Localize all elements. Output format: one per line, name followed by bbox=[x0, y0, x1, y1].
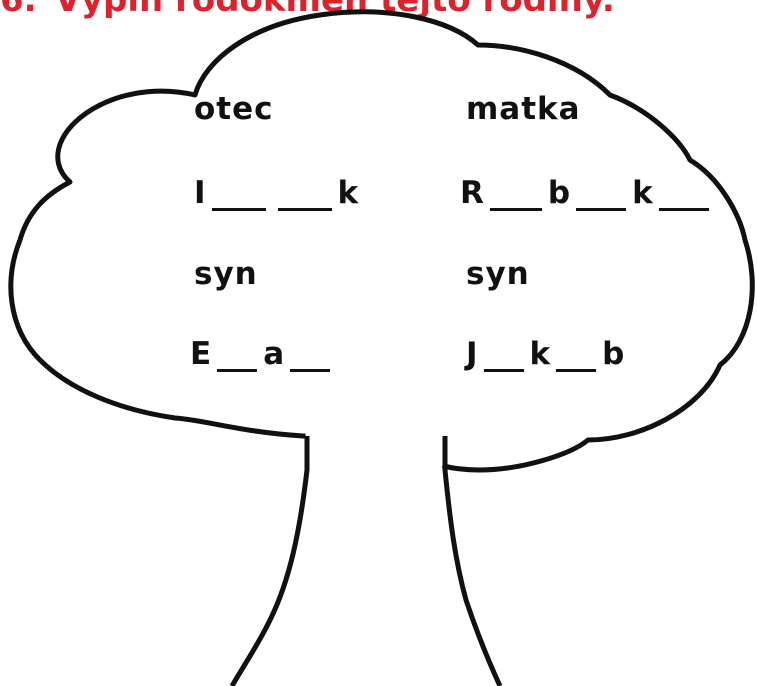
tree-trunk-right-line bbox=[442, 436, 503, 686]
son-right-blank-2[interactable] bbox=[556, 339, 597, 372]
father-letter-4: k bbox=[337, 175, 359, 211]
father-letter-1: I bbox=[194, 175, 206, 211]
son-left-blank-1[interactable] bbox=[217, 339, 258, 372]
mother-name-puzzle: R b k bbox=[460, 175, 715, 211]
mother-letter-3: b bbox=[547, 175, 571, 211]
son-left-blank-2[interactable] bbox=[290, 339, 331, 372]
mother-blank-3[interactable] bbox=[658, 178, 709, 211]
mother-blank-2[interactable] bbox=[576, 178, 627, 211]
son-right-blank-1[interactable] bbox=[483, 339, 524, 372]
son-left-letter-3: a bbox=[263, 336, 285, 372]
son-right-label: syn bbox=[466, 256, 530, 292]
mother-letter-1: R bbox=[460, 175, 484, 211]
son-left-name-puzzle: E a bbox=[190, 336, 336, 372]
father-blank-1[interactable] bbox=[211, 178, 266, 211]
father-name-puzzle: I k bbox=[194, 175, 358, 211]
tree-trunk-left-line bbox=[229, 436, 310, 686]
son-right-name-puzzle: J k b bbox=[466, 336, 624, 372]
tree-crown-outline bbox=[8, 9, 755, 473]
son-right-letter-1: J bbox=[466, 336, 478, 372]
mother-blank-1[interactable] bbox=[489, 178, 542, 211]
mother-letter-5: k bbox=[632, 175, 653, 211]
father-label: otec bbox=[194, 91, 274, 127]
son-left-label: syn bbox=[194, 256, 258, 292]
exercise-number: 6. bbox=[0, 0, 37, 20]
mother-label: matka bbox=[466, 91, 581, 127]
father-blank-2[interactable] bbox=[277, 178, 332, 211]
son-left-letter-1: E bbox=[190, 336, 212, 372]
exercise-heading: 6. Vyplň rodokmeň tejto rodiny. bbox=[0, 0, 615, 20]
exercise-instruction: Vyplň rodokmeň tejto rodiny. bbox=[54, 0, 615, 20]
son-right-letter-5: b bbox=[602, 336, 625, 372]
son-right-letter-3: k bbox=[529, 336, 551, 372]
